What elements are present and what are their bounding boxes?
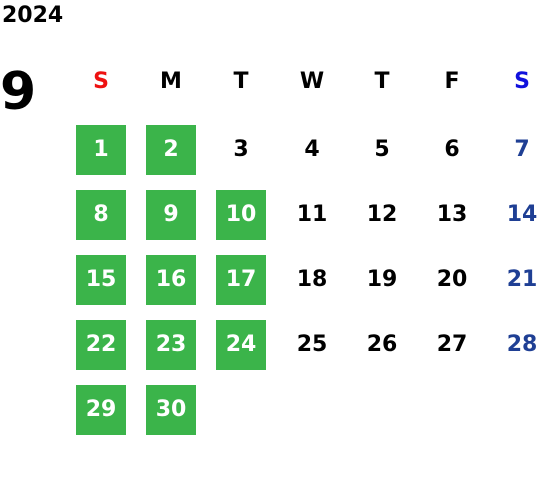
- calendar-day-2[interactable]: 2: [146, 125, 196, 175]
- calendar-day-20[interactable]: 20: [436, 267, 468, 292]
- calendar-day-9[interactable]: 9: [146, 190, 196, 240]
- calendar-day-10[interactable]: 10: [216, 190, 266, 240]
- calendar-day-4[interactable]: 4: [304, 137, 320, 162]
- calendar-day-1[interactable]: 1: [76, 125, 126, 175]
- calendar-year: 2024: [2, 3, 64, 28]
- weekday-saturday: S: [514, 69, 530, 94]
- calendar-day-19[interactable]: 19: [366, 267, 398, 292]
- calendar-month-number: 9: [0, 62, 37, 122]
- calendar-day-14[interactable]: 14: [506, 202, 538, 227]
- calendar-day-29[interactable]: 29: [76, 385, 126, 435]
- calendar-day-26[interactable]: 26: [366, 332, 398, 357]
- calendar-day-30[interactable]: 30: [146, 385, 196, 435]
- weekday-friday: F: [444, 69, 460, 94]
- calendar-day-7[interactable]: 7: [514, 137, 530, 162]
- calendar-day-12[interactable]: 12: [366, 202, 398, 227]
- calendar-day-25[interactable]: 25: [296, 332, 328, 357]
- weekday-sunday: S: [93, 69, 109, 94]
- calendar-day-24[interactable]: 24: [216, 320, 266, 370]
- calendar-day-16[interactable]: 16: [146, 255, 196, 305]
- calendar-day-22[interactable]: 22: [76, 320, 126, 370]
- weekday-wednesday: W: [299, 69, 325, 94]
- calendar-day-5[interactable]: 5: [374, 137, 390, 162]
- calendar-day-6[interactable]: 6: [444, 137, 460, 162]
- calendar-day-17[interactable]: 17: [216, 255, 266, 305]
- calendar-day-8[interactable]: 8: [76, 190, 126, 240]
- calendar-day-15[interactable]: 15: [76, 255, 126, 305]
- calendar-day-27[interactable]: 27: [436, 332, 468, 357]
- calendar-day-11[interactable]: 11: [296, 202, 328, 227]
- calendar-day-28[interactable]: 28: [506, 332, 538, 357]
- calendar-day-13[interactable]: 13: [436, 202, 468, 227]
- weekday-thursday: T: [374, 69, 390, 94]
- calendar-day-23[interactable]: 23: [146, 320, 196, 370]
- calendar-day-18[interactable]: 18: [296, 267, 328, 292]
- weekday-header-row: S M T W T F S: [0, 62, 548, 102]
- calendar-day-21[interactable]: 21: [506, 267, 538, 292]
- calendar-day-3[interactable]: 3: [233, 137, 249, 162]
- weekday-monday: M: [160, 69, 182, 94]
- weekday-tuesday: T: [233, 69, 249, 94]
